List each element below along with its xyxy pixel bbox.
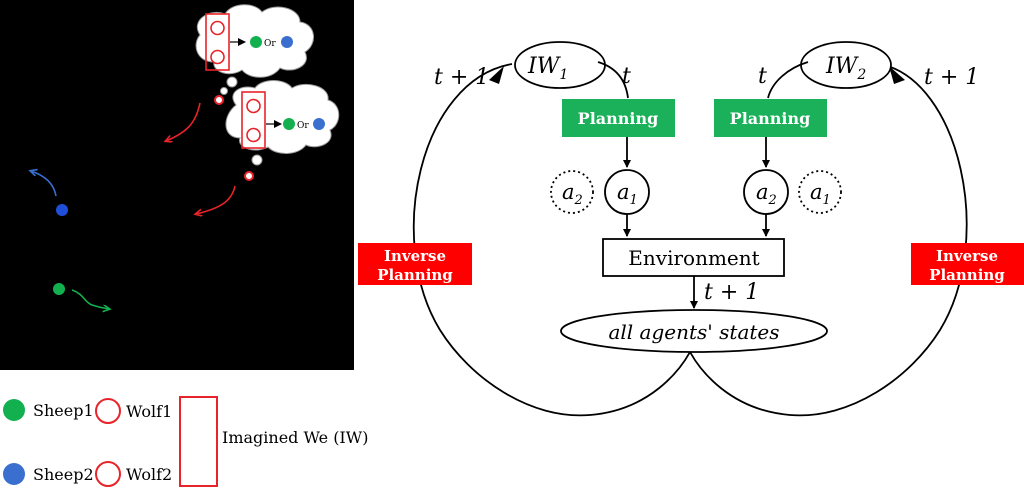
- inverse-planning-right-line2: Planning: [929, 266, 1005, 284]
- a1-label: a1: [617, 180, 638, 208]
- imagined-a1-label: a1: [810, 180, 831, 208]
- time-t-left: t: [622, 64, 631, 89]
- planning-left-label: Planning: [578, 109, 659, 128]
- planning-right-box: [714, 99, 827, 137]
- iw1-label: IW1: [527, 54, 568, 83]
- time-t-right: t: [758, 64, 767, 89]
- wolf-icon: [210, 20, 225, 36]
- imagined-a1-node: [798, 170, 842, 214]
- legend-sheep2-icon: [3, 463, 25, 485]
- or-label: Or: [297, 121, 309, 131]
- sheep2-agent: [56, 204, 68, 216]
- all-agents-states-label: all agents' states: [608, 320, 779, 344]
- time-t-plus-1-left: t + 1: [434, 65, 489, 90]
- all-agents-states-node: [560, 309, 828, 353]
- wolf2-trajectory: [196, 185, 236, 214]
- left-feedback-loop: [413, 63, 691, 417]
- planning-right-label: Planning: [730, 109, 811, 128]
- time-t-plus-1-right: t + 1: [924, 65, 979, 90]
- wolf-icon: [246, 98, 261, 114]
- wolf2-agent: [244, 171, 254, 181]
- legend-sheep1-label: Sheep1: [33, 401, 94, 420]
- sheep1-trajectory: [71, 289, 109, 309]
- legend-iw-label: Imagined We (IW): [222, 428, 368, 447]
- time-t-plus-1-env: t + 1: [704, 280, 759, 305]
- inverse-planning-left-box: [358, 243, 472, 285]
- sheep2-icon: [281, 36, 293, 48]
- wolf1-trajectory: [166, 102, 201, 141]
- planning-left-box: [562, 99, 675, 137]
- a2-label: a2: [756, 180, 777, 208]
- thought-cloud-wolf1: Or: [195, 4, 314, 95]
- wolf-icon: [246, 127, 261, 143]
- legend-wolf2-icon: [95, 461, 121, 487]
- legend-wolf1-label: Wolf1: [126, 402, 172, 421]
- sheep1-icon: [283, 118, 295, 130]
- wolf-icon: [210, 49, 225, 65]
- legend-sheep1-icon: [3, 399, 25, 421]
- thought-cloud-wolf2: Or: [225, 80, 340, 166]
- imagined-a2-node: [550, 170, 594, 214]
- legend-wolf2-label: Wolf2: [126, 465, 172, 484]
- inverse-planning-left-line1: Inverse: [384, 247, 446, 265]
- environment-label: Environment: [628, 246, 759, 270]
- inverse-planning-left-line2: Planning: [377, 266, 453, 284]
- imagined-a2-label: a2: [562, 180, 583, 208]
- legend-iw-box: [179, 396, 218, 487]
- imagined-we-box: [205, 13, 230, 71]
- sheep2-trajectory: [31, 171, 57, 197]
- inverse-planning-right-line1: Inverse: [936, 247, 998, 265]
- sheep1-agent: [53, 283, 65, 295]
- right-feedback-loop: [689, 63, 968, 417]
- sheep1-icon: [250, 36, 262, 48]
- sheep2-icon: [313, 118, 325, 130]
- iw2-label: IW2: [825, 54, 866, 83]
- wolf1-agent: [214, 95, 224, 105]
- legend-wolf1-icon: [95, 398, 121, 424]
- or-label: Or: [264, 39, 276, 49]
- legend-sheep2-label: Sheep2: [33, 465, 94, 484]
- inverse-planning-right-box: [911, 243, 1024, 285]
- imagined-we-box: [241, 91, 266, 149]
